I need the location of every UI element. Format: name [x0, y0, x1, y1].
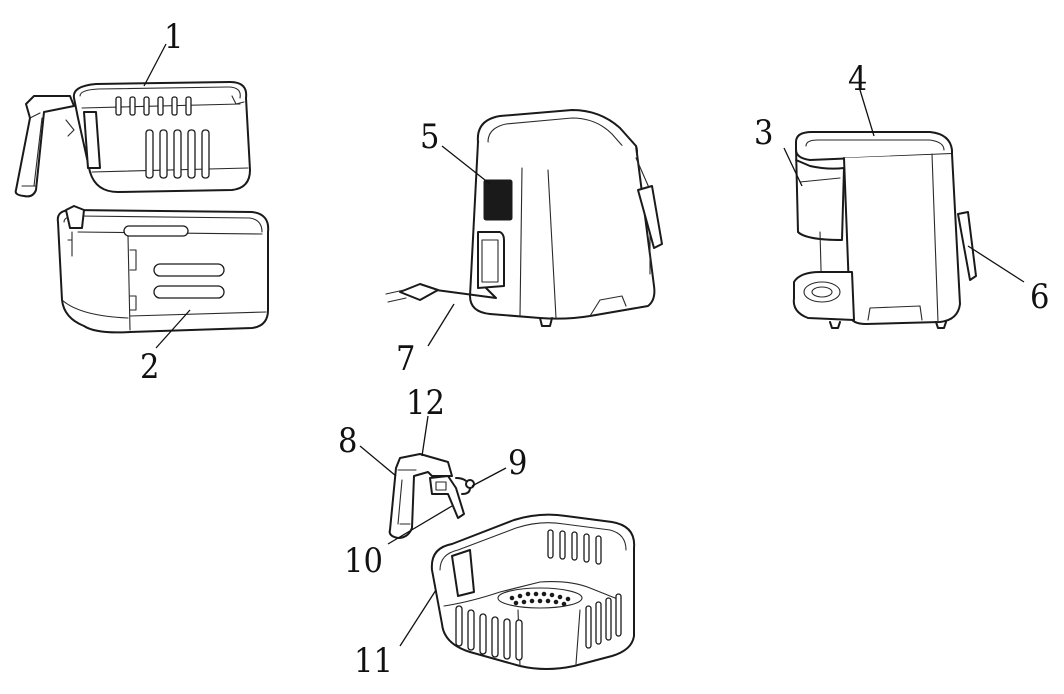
outer-pan	[56, 205, 270, 334]
basket-1-top-slots	[115, 96, 192, 116]
air-fryer-body-side	[792, 131, 977, 329]
leader-lines	[143, 43, 1025, 647]
basket-11-back-slots	[547, 529, 602, 565]
inner-basket-with-handle	[14, 81, 251, 198]
handle-assembly	[388, 453, 475, 539]
callout-6: 6	[1030, 277, 1049, 317]
callout-8: 8	[338, 421, 357, 461]
callout-1: 1	[164, 17, 183, 57]
frying-basket	[430, 513, 636, 670]
callout-3: 3	[754, 113, 773, 153]
callout-10: 10	[344, 541, 383, 581]
callout-5: 5	[420, 117, 439, 157]
air-fryer-body-rear	[385, 109, 663, 327]
callout-2: 2	[140, 347, 159, 387]
callout-9: 9	[508, 443, 527, 483]
callout-12: 12	[406, 383, 445, 423]
rear-air-vent	[483, 179, 513, 221]
callout-11: 11	[354, 641, 393, 681]
basket-11-right-slots	[585, 593, 622, 649]
basket-11-front-slots	[455, 605, 523, 661]
callout-4: 4	[848, 59, 867, 99]
callout-labels: 1 2 3 4 5 6 7 8 9 10 11 12	[140, 17, 1049, 681]
callout-7: 7	[396, 339, 415, 379]
basket-1-side-slots	[145, 129, 210, 179]
basket-11-mesh-holes	[509, 591, 571, 607]
